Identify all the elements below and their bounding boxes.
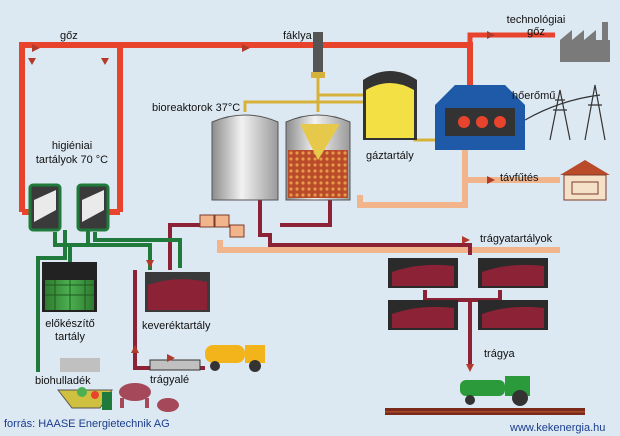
slurry-pit [149, 359, 201, 371]
flare-stack [311, 32, 325, 78]
factory-icon [560, 22, 610, 62]
power-lines [524, 84, 606, 141]
label-manure-tanks: trágyatartályok [480, 233, 553, 245]
label-manure: trágya [484, 348, 515, 360]
label-hygiene-1: higiéniai [51, 140, 93, 152]
website-link[interactable]: www.kekenergia.hu [510, 422, 606, 434]
tractor-icon [460, 376, 530, 406]
house-icon [560, 160, 610, 201]
label-hygiene-2: tartályok 70 °C [35, 154, 109, 166]
pre-tank [42, 262, 97, 312]
bioreactors [211, 114, 351, 201]
flow-arrows [28, 31, 495, 372]
label-steam: gőz [60, 30, 78, 42]
biowaste-container [56, 358, 113, 410]
heat-exchanger [199, 214, 245, 238]
label-power-plant: hőerőmű [512, 90, 556, 102]
mixing-tank [145, 272, 210, 312]
label-district-heating: távfűtés [500, 172, 539, 184]
heating-line [217, 150, 560, 253]
slurry-line [133, 140, 502, 370]
source-credit: forrás: HAASE Energietechnik AG [4, 418, 170, 430]
label-gas-tank: gáztartály [366, 150, 414, 162]
manure-tanks [388, 258, 548, 330]
label-pre-tank-2: tartály [55, 331, 85, 343]
label-slurry: trágyalé [150, 374, 190, 386]
power-plant-shape [435, 85, 525, 150]
label-biowaste: biohulladék [35, 375, 91, 387]
label-pre-tank-1: előkészítő [45, 318, 95, 330]
hygiene-tanks [28, 183, 110, 232]
tanker-truck [205, 345, 265, 372]
label-technological-steam: technológiai gőz [506, 14, 566, 38]
label-flare: fáklya [283, 30, 312, 42]
label-bioreactors: bioreaktorok 37°C [152, 102, 241, 114]
gas-tank-shape [363, 71, 417, 140]
label-mixing-tank: keveréktartály [142, 320, 211, 332]
animals-icon [119, 383, 179, 412]
field-soil [385, 408, 585, 415]
